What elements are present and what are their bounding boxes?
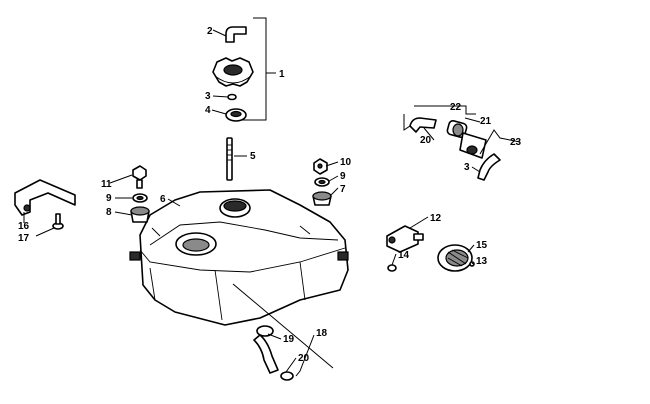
fitting-hose-part [409, 117, 437, 133]
callout-14: 14 [398, 250, 410, 261]
fuel-valve-part [386, 225, 424, 253]
leader-lines [23, 17, 521, 377]
callout-19: 19 [283, 334, 295, 345]
hose-clamp-part-bottom [280, 371, 294, 381]
gasket-part [225, 108, 247, 122]
callout-21: 21 [480, 116, 492, 127]
callout-8: 8 [106, 207, 112, 218]
grommet-part-left [130, 206, 150, 223]
callout-18: 18 [316, 328, 328, 339]
callout-12: 12 [430, 213, 442, 224]
callout-6: 6 [160, 194, 166, 205]
callout-20-lower: 20 [298, 353, 310, 364]
callout-labels: 1 2 3 4 5 6 7 8 9 9 10 11 12 13 14 15 16… [18, 26, 522, 364]
callout-1: 1 [279, 69, 285, 80]
washer-part-right [314, 177, 330, 187]
valve-filter-part [437, 244, 473, 272]
callout-4: 4 [205, 105, 211, 116]
valve-screw-part [387, 264, 397, 272]
washer-part-left [132, 193, 148, 203]
filler-cap-part [212, 57, 254, 87]
callout-13: 13 [476, 256, 488, 267]
bracket-screw-part [52, 213, 64, 230]
callout-9-left: 9 [106, 193, 112, 204]
mounting-bracket-part [14, 179, 76, 216]
callout-5: 5 [250, 151, 256, 162]
callout-11: 11 [101, 179, 112, 190]
gas-tank-part [129, 189, 349, 326]
cap-retainer-part [227, 93, 237, 101]
fuel-hose-part [253, 334, 279, 374]
vent-hose-part [225, 26, 247, 43]
callout-17: 17 [18, 233, 30, 244]
callout-10: 10 [340, 157, 352, 168]
callout-15: 15 [476, 240, 488, 251]
callout-16: 16 [18, 221, 30, 232]
nut-part [313, 158, 328, 175]
fuel-filter-part [446, 120, 468, 138]
callout-9-right: 9 [340, 171, 346, 182]
callout-2: 2 [207, 26, 213, 37]
grommet-part-right [312, 191, 332, 206]
callout-3-right: 3 [464, 162, 470, 173]
fuel-pump-part [459, 132, 487, 159]
callout-20-upper: 20 [420, 135, 432, 146]
hose-clamp-part-top [256, 325, 274, 337]
bolt-part [132, 165, 147, 189]
callout-22: 22 [450, 102, 462, 113]
callout-3: 3 [205, 91, 211, 102]
callout-7: 7 [340, 184, 346, 195]
callout-23: 23 [510, 137, 522, 148]
outlet-hose-part [477, 153, 501, 181]
fuel-gauge-rod-part [226, 137, 233, 181]
